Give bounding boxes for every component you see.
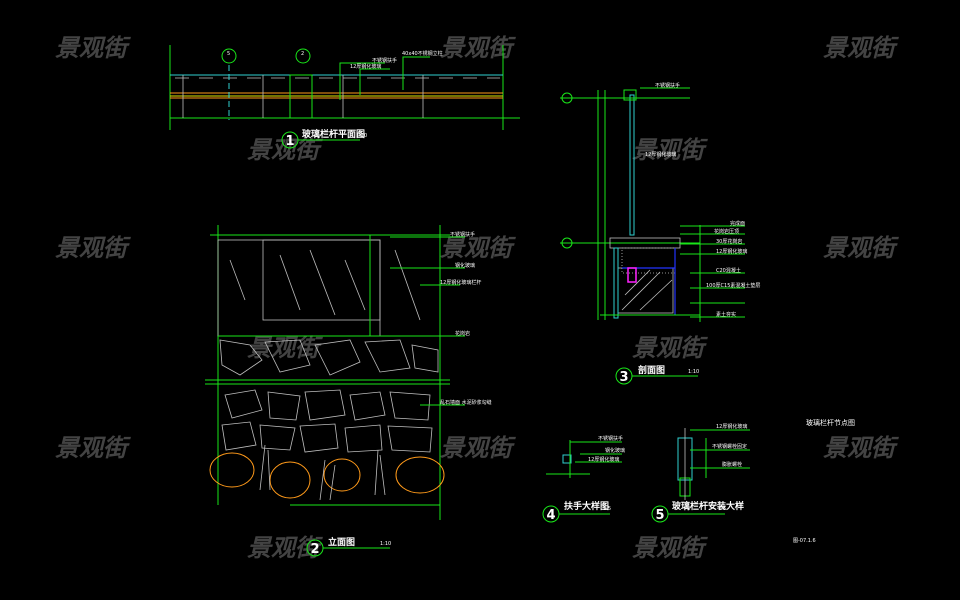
view-title: 5 玻璃栏杆安装大样 1:5	[651, 500, 744, 523]
svg-text:钢化玻璃: 钢化玻璃	[605, 447, 625, 454]
svg-text:1:5: 1:5	[718, 506, 726, 512]
view-title: 1 玻璃栏杆平面图 1:10	[281, 128, 367, 149]
watermark: 景观街	[823, 434, 899, 462]
view-4-handrail-detail: 不锈钢扶手 钢化玻璃 12厚钢化玻璃 4 扶手大样图 1:5	[542, 435, 625, 523]
watermark: 景观街	[632, 136, 708, 164]
watermark: 景观街	[632, 534, 708, 562]
svg-text:40x40不锈钢立柱: 40x40不锈钢立柱	[402, 50, 443, 57]
watermark: 景观街	[247, 534, 323, 562]
section-marker: 5 2	[221, 48, 311, 64]
watermark: 景观街	[55, 34, 131, 62]
svg-text:不锈钢扶手: 不锈钢扶手	[450, 231, 475, 238]
svg-text:1:10: 1:10	[356, 133, 367, 139]
svg-text:12厚钢化玻璃: 12厚钢化玻璃	[716, 248, 747, 255]
svg-text:12厚钢化玻璃: 12厚钢化玻璃	[588, 456, 619, 463]
svg-text:2: 2	[310, 542, 319, 557]
watermark: 景观街	[440, 434, 516, 462]
watermark: 景观街	[440, 234, 516, 262]
svg-text:12厚钢化玻璃: 12厚钢化玻璃	[716, 423, 747, 430]
svg-text:立面图: 立面图	[328, 536, 355, 548]
watermark: 景观街	[247, 136, 323, 164]
svg-text:玻璃栏杆安装大样: 玻璃栏杆安装大样	[672, 500, 744, 512]
svg-text:扶手大样图: 扶手大样图	[564, 500, 609, 512]
view-3-section: 不锈钢扶手 完成面 花岗岩压顶 30厚花岗岩 12厚钢化玻璃 C20混凝土 10…	[560, 82, 760, 385]
svg-text:4: 4	[546, 508, 555, 523]
svg-text:完成面: 完成面	[730, 220, 745, 227]
view-title: 3 剖面图 1:10	[615, 364, 699, 385]
watermarks: 景观街 景观街 景观街 景观街 景观街 景观街 景观街 景观街 景观街 景观街 …	[55, 34, 899, 562]
view-1-plan: 5 2 不锈钢扶手 12厚钢化玻璃 40x40不锈钢立柱 1 玻璃栏杆平面图 1…	[169, 45, 520, 149]
svg-text:1:10: 1:10	[380, 541, 391, 547]
svg-text:100厚C15素混凝土垫层: 100厚C15素混凝土垫层	[706, 282, 760, 289]
svg-text:12厚钢化玻璃: 12厚钢化玻璃	[645, 151, 676, 158]
svg-text:不锈钢扶手: 不锈钢扶手	[372, 57, 397, 64]
svg-text:不锈钢扶手: 不锈钢扶手	[655, 82, 680, 89]
watermark: 景观街	[632, 334, 708, 362]
svg-text:不锈钢扶手: 不锈钢扶手	[598, 435, 623, 442]
svg-text:膨胀螺栓: 膨胀螺栓	[722, 461, 742, 468]
sheet-number: 图-07.1.6	[793, 538, 816, 544]
view-title: 2 立面图 1:10	[306, 536, 391, 557]
svg-text:12厚钢化玻璃栏杆: 12厚钢化玻璃栏杆	[440, 279, 481, 286]
svg-text:3: 3	[619, 370, 628, 385]
watermark: 景观街	[55, 434, 131, 462]
watermark: 景观街	[440, 34, 516, 62]
svg-text:花岗岩: 花岗岩	[455, 330, 470, 337]
svg-text:1: 1	[285, 134, 294, 149]
svg-text:2: 2	[301, 51, 304, 57]
svg-text:素土夯实: 素土夯实	[716, 311, 736, 318]
svg-text:乱石墙面 水泥砂浆勾缝: 乱石墙面 水泥砂浆勾缝	[440, 399, 492, 406]
svg-text:1:10: 1:10	[688, 369, 699, 375]
svg-text:不锈钢螺栓固定: 不锈钢螺栓固定	[712, 443, 747, 450]
watermark: 景观街	[823, 234, 899, 262]
view-5-glass-install-detail: 12厚钢化玻璃 不锈钢螺栓固定 膨胀螺栓 5 玻璃栏杆安装大样 1:5	[651, 423, 750, 523]
watermark: 景观街	[823, 34, 899, 62]
svg-text:C20混凝土: C20混凝土	[716, 267, 741, 274]
view-2-elevation: 不锈钢扶手 钢化玻璃 12厚钢化玻璃栏杆 花岗岩 乱石墙面 水泥砂浆勾缝 2 立…	[205, 225, 492, 557]
watermark: 景观街	[247, 334, 323, 362]
watermark: 景观街	[55, 234, 131, 262]
svg-text:5: 5	[655, 508, 664, 523]
svg-text:玻璃栏杆平面图: 玻璃栏杆平面图	[302, 128, 365, 140]
svg-text:12厚钢化玻璃: 12厚钢化玻璃	[350, 63, 381, 70]
svg-text:钢化玻璃: 钢化玻璃	[455, 262, 475, 269]
sheet-title: 玻璃栏杆节点图	[806, 418, 855, 427]
svg-text:30厚花岗岩: 30厚花岗岩	[716, 238, 742, 245]
svg-text:剖面图: 剖面图	[638, 364, 665, 376]
svg-text:1:5: 1:5	[603, 506, 611, 512]
svg-text:5: 5	[227, 51, 230, 57]
svg-text:花岗岩压顶: 花岗岩压顶	[714, 228, 739, 235]
view-title: 4 扶手大样图 1:5	[542, 500, 611, 523]
